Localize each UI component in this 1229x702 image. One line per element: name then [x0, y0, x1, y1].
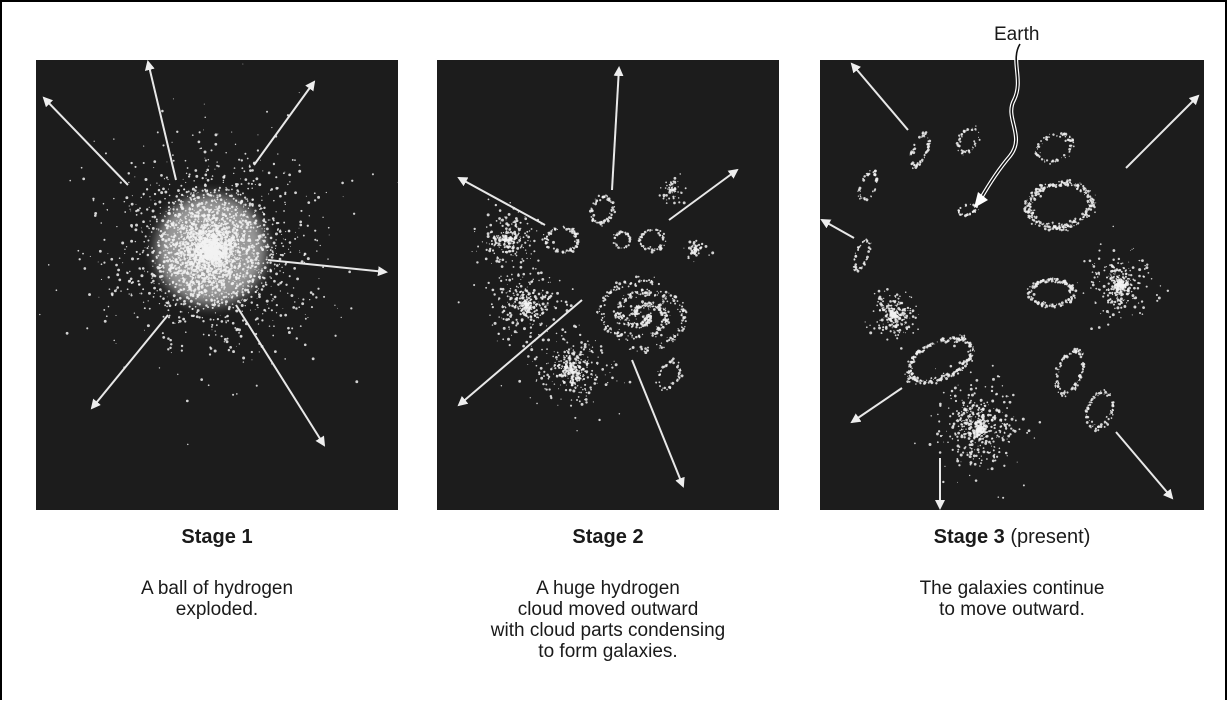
stage-1-title-text: Stage 1 [181, 526, 252, 548]
stage-1-caption: A ball of hydrogen exploded. [36, 578, 398, 620]
stage-1-title: Stage 1 [36, 526, 398, 549]
stage-3-title-text: Stage 3 [934, 526, 1005, 548]
stage-2-caption: A huge hydrogen cloud moved outward with… [437, 578, 779, 662]
earth-pointer-arrow [940, 40, 1020, 220]
stage-2-panel [437, 60, 779, 510]
stage-3-title: Stage 3 (present) [820, 526, 1204, 549]
stage-3-caption: The galaxies continue to move outward. [820, 578, 1204, 620]
stage-3-note: (present) [1010, 526, 1090, 548]
stage-2-illustration [437, 60, 779, 510]
stage-1-illustration [36, 60, 398, 510]
stage-2-title: Stage 2 [437, 526, 779, 549]
stage-2-title-text: Stage 2 [572, 526, 643, 548]
stage-1-panel [36, 60, 398, 510]
